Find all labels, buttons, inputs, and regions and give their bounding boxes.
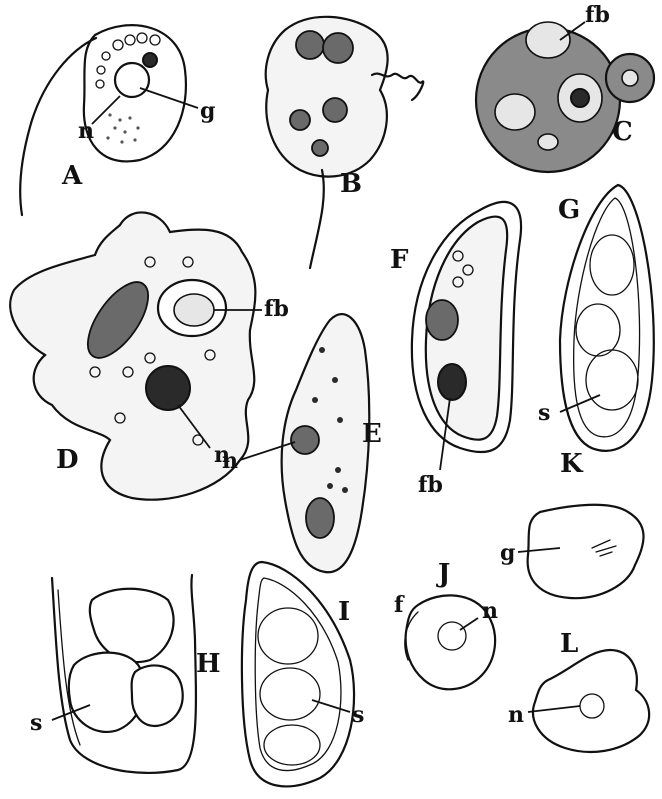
cell-a-nucleus	[115, 63, 149, 97]
label-fb-c: fb	[585, 2, 610, 28]
panel-label-c: C	[612, 117, 633, 147]
cell-e-food-body	[306, 498, 334, 538]
panel-label-j: J	[436, 559, 450, 589]
cell-j: f n J	[394, 559, 498, 689]
cell-b-vacuole-5	[312, 140, 328, 156]
cell-l-body	[533, 650, 649, 752]
cell-a: g n A	[20, 25, 215, 215]
label-n-e: n	[222, 448, 238, 474]
label-n-a: n	[78, 118, 94, 144]
panel-label-k: K	[560, 449, 584, 479]
label-s-g: s	[538, 400, 550, 426]
panel-label-g: G	[558, 195, 580, 225]
cell-c-granule	[538, 134, 558, 150]
panel-label-e: E	[362, 419, 382, 449]
label-fb-d: fb	[264, 296, 289, 322]
panel-label-h: H	[196, 649, 221, 679]
label-n-l: n	[508, 702, 524, 728]
cell-b-vacuole-4	[323, 98, 347, 122]
cell-i: s I	[242, 562, 364, 786]
cell-b-flagellum-tail	[310, 170, 324, 268]
panel-label-d: D	[56, 445, 79, 475]
label-s-i: s	[352, 702, 364, 728]
cell-f-food-body-1	[426, 300, 458, 340]
cell-h-spore-top	[90, 589, 174, 662]
cell-k-body	[528, 505, 644, 598]
cell-h-spore-right	[132, 665, 183, 726]
cell-d-nucleus	[146, 366, 190, 410]
cell-f-food-body-2	[438, 364, 466, 400]
cell-a-granule	[143, 53, 157, 67]
cell-d: fb n D	[10, 212, 289, 499]
panel-label-f: F	[390, 245, 409, 275]
label-fb-f: fb	[418, 472, 443, 498]
cell-d-food-body-2-core	[174, 294, 214, 326]
label-n-j: n	[482, 598, 498, 624]
cell-b: B	[266, 17, 424, 268]
cell-c: fb C	[476, 2, 654, 172]
cell-l: L n	[508, 629, 649, 752]
cell-e-nucleus	[291, 426, 319, 454]
panel-label-a: A	[61, 161, 83, 191]
label-f-j: f	[394, 592, 405, 618]
cell-b-vacuole-2	[323, 33, 353, 63]
panel-label-l: L	[560, 629, 578, 659]
cell-b-vacuole-3	[290, 110, 310, 130]
cell-f: fb F	[390, 202, 521, 498]
cell-h: s H	[30, 575, 221, 773]
cell-b-vacuole-1	[296, 31, 324, 59]
cell-c-food-body-2-core	[571, 89, 589, 107]
label-s-h: s	[30, 710, 42, 736]
cell-g: s G	[538, 185, 654, 451]
label-g-k: g	[500, 540, 515, 566]
panel-label-i: I	[338, 597, 350, 627]
label-g-a: g	[200, 98, 215, 124]
cell-c-bud-core	[622, 70, 638, 86]
cell-c-food-body-1	[526, 22, 570, 58]
cell-k: g	[500, 505, 644, 598]
panel-label-b: B	[340, 169, 362, 199]
cell-c-food-body-3	[495, 94, 535, 130]
